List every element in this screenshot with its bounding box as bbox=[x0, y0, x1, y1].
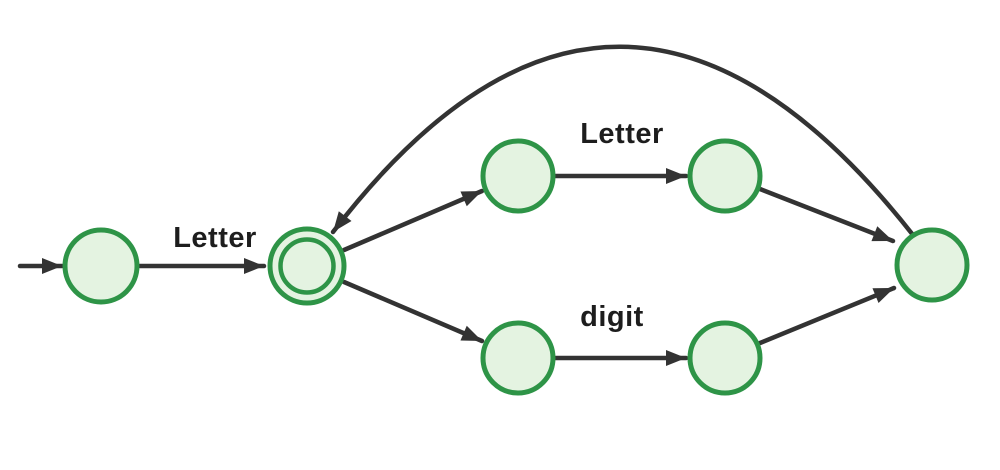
state-s3 bbox=[687, 138, 763, 214]
transition-label-letter-1: Letter bbox=[173, 222, 257, 254]
state-s4 bbox=[480, 320, 556, 396]
transition-arrow-s1-s2 bbox=[341, 188, 485, 253]
state-s1-accepting bbox=[267, 226, 347, 306]
transition-arrow-s3-s6 bbox=[757, 186, 896, 244]
state-s1-inner-ring bbox=[278, 237, 336, 295]
loopback-arc-s6-s1 bbox=[330, 44, 916, 238]
transition-label-digit: digit bbox=[580, 301, 644, 333]
state-s2 bbox=[480, 138, 556, 214]
transition-label-letter-2: Letter bbox=[580, 118, 664, 150]
state-s6 bbox=[894, 227, 970, 303]
state-s5 bbox=[687, 320, 763, 396]
transition-arrow-s1-s4 bbox=[341, 279, 485, 344]
transition-arrow-s5-s6 bbox=[757, 285, 897, 346]
state-s0 bbox=[62, 227, 140, 305]
